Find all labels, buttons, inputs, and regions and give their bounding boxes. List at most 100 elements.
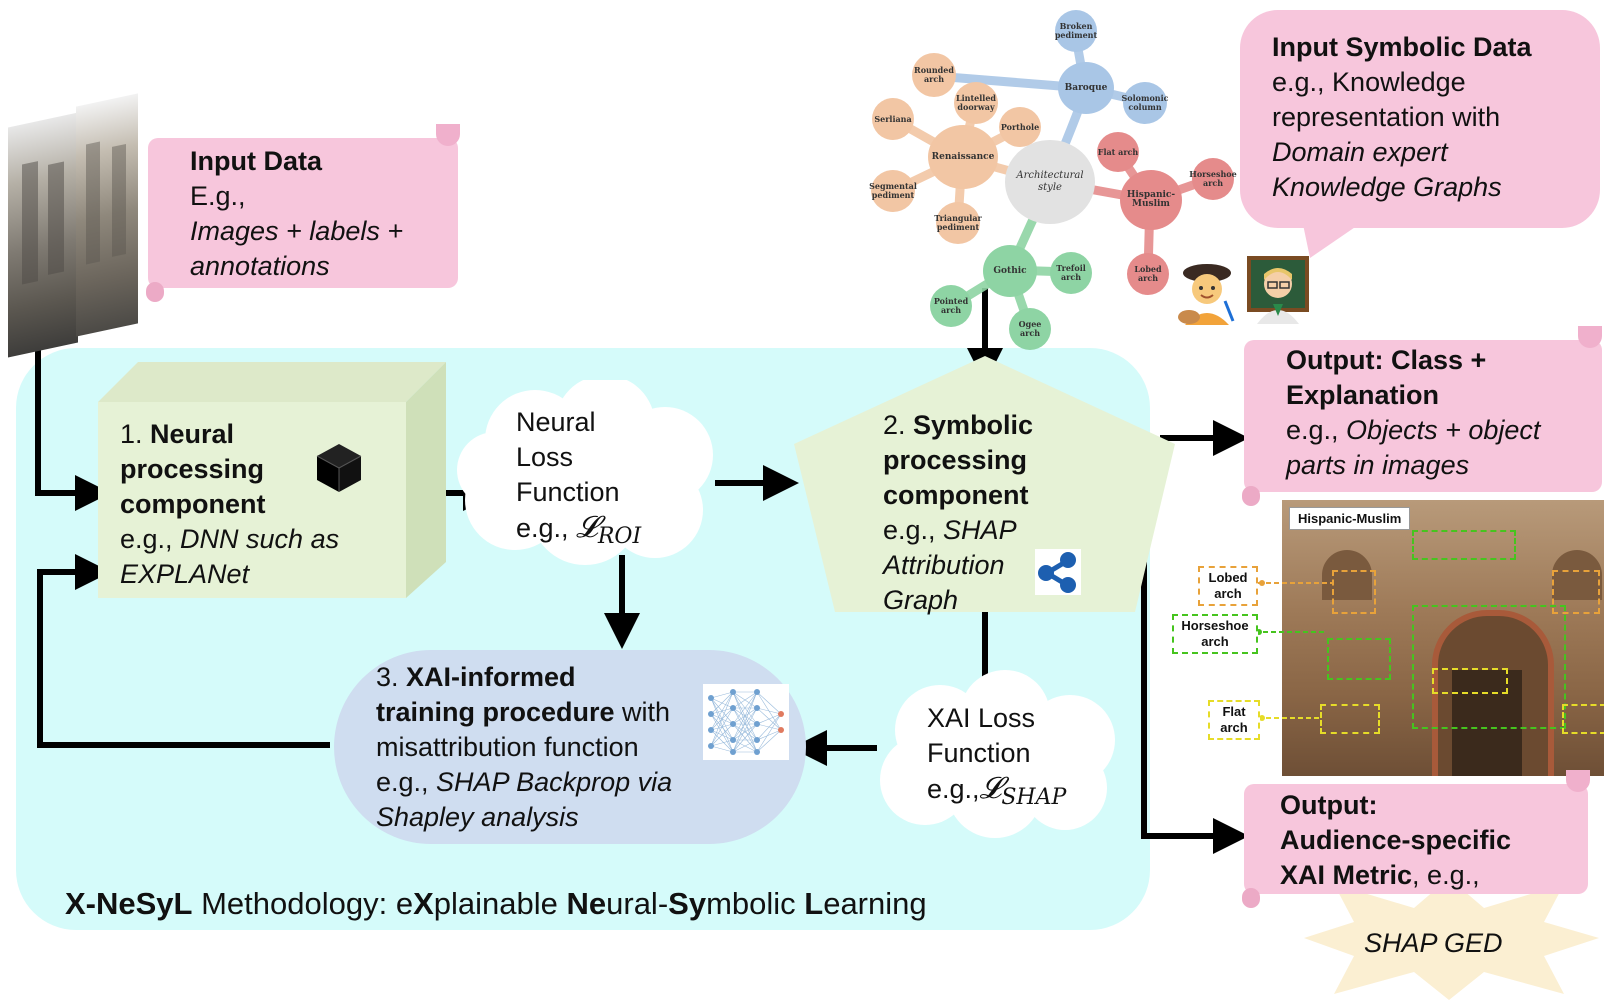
title-part: X-NeSyL <box>65 886 193 921</box>
xai-training-text: 3. XAI-informed training procedure with … <box>376 660 672 835</box>
neural-example-1: DNN such as <box>180 524 340 554</box>
xai-training-title-2: training procedure <box>376 697 615 727</box>
kg-node-baroque: Baroque <box>1058 62 1114 114</box>
black-cube-icon <box>315 442 363 494</box>
output-class-example-1: Objects + object <box>1346 415 1541 445</box>
output-class-example-2: parts in images <box>1286 450 1470 480</box>
arrow-to-metric <box>1141 548 1249 854</box>
kg-node-flat-arch: Flat arch <box>1097 132 1139 172</box>
neural-example-2: EXPLANet <box>120 559 250 589</box>
output-class-text: Output: Class + Explanation e.g., Object… <box>1286 343 1540 483</box>
xai-training-title-1: XAI-informed <box>406 662 576 692</box>
shap-ged-star <box>1304 878 1599 1000</box>
facade-photo <box>1282 500 1604 776</box>
xai-loss-line1: XAI Loss <box>927 703 1036 733</box>
neural-loss-line3: Function <box>516 477 620 507</box>
symbolic-example-1: SHAP <box>943 515 1017 545</box>
kg-node-gothic: Gothic <box>983 245 1037 297</box>
kg-node-renaissance: Renaissance <box>928 125 998 189</box>
input-data-text: Input Data E.g., Images + labels + annot… <box>190 144 403 284</box>
neural-component-text: 1. Neural processing component e.g., DNN… <box>120 417 339 592</box>
neural-title-3: component <box>120 489 266 519</box>
xai-loss-cloud <box>880 670 1115 838</box>
title-part: L <box>804 886 824 921</box>
kg-node-hispanic-muslim: Hispanic-Muslim <box>1120 170 1182 230</box>
output-class-title-1: Output: Class + <box>1286 345 1487 375</box>
title-part: mbolic <box>706 886 805 921</box>
input-symbolic-line4: Knowledge Graphs <box>1272 172 1502 202</box>
neural-title-2: processing <box>120 454 265 484</box>
symbolic-example-3: Graph <box>883 585 959 615</box>
neural-loss-line1: Neural <box>516 407 596 437</box>
neural-loss-cloud <box>457 380 713 565</box>
arrow-training-feedback <box>37 554 330 748</box>
input-symbolic-bubble <box>1240 10 1600 228</box>
title-part: Methodology: e <box>192 886 414 921</box>
symbolic-title-2: processing <box>883 445 1028 475</box>
input-symbolic-title: Input Symbolic Data <box>1272 32 1532 62</box>
title-part: earning <box>823 886 927 921</box>
neural-loss-line2: Loss <box>516 442 574 472</box>
output-metric-title-3: XAI Metric <box>1280 860 1413 890</box>
xai-loss-line2: Function <box>927 738 1031 768</box>
xai-training-example-2: Shapley analysis <box>376 802 579 832</box>
input-data-title: Input Data <box>190 146 322 176</box>
xai-training-line3: misattribution function <box>376 732 639 762</box>
xai-loss-subscript: SHAP <box>1001 785 1067 810</box>
title-part: Ne <box>566 886 607 921</box>
output-metric-title-2: Audience-specific <box>1280 825 1512 855</box>
input-symbolic-text: Input Symbolic Data e.g., Knowledge repr… <box>1272 30 1532 205</box>
neural-loss-symbol: 𝓛 <box>576 510 598 545</box>
symbolic-component-shape <box>794 356 1175 612</box>
methodology-title: X-NeSyL Methodology: eXplainable Neural-… <box>65 884 927 924</box>
input-data-line3: annotations <box>190 251 330 281</box>
input-symbolic-bubble-tail <box>1300 210 1380 258</box>
xai-loss-text: XAI Loss Function e.g.,𝓛SHAP <box>927 703 1067 810</box>
xai-training-example-1: SHAP Backprop via <box>436 767 673 797</box>
neural-component-box <box>98 362 446 598</box>
artist-emoji-icon <box>1175 255 1239 325</box>
neural-loss-text: Neural Loss Function e.g., 𝓛ROI <box>516 407 642 549</box>
title-part: plainable <box>433 886 567 921</box>
output-metric-box <box>1242 770 1590 908</box>
input-symbolic-line3: Domain expert <box>1272 137 1448 167</box>
symbolic-example-2: Attribution <box>883 550 1005 580</box>
symbolic-component-text: 2. Symbolic processing component e.g., S… <box>883 408 1033 618</box>
output-class-title-2: Explanation <box>1286 380 1440 410</box>
neural-title-1: Neural <box>150 419 235 449</box>
kg-node-porthole: Porthole <box>999 107 1041 147</box>
teacher-emoji-icon <box>1243 252 1313 324</box>
neural-loss-subscript: ROI <box>597 524 642 549</box>
symbolic-title-3: component <box>883 480 1029 510</box>
kg-node-serliana: Serliana <box>872 98 914 140</box>
symbolic-title-1: Symbolic <box>913 410 1034 440</box>
title-part: X <box>413 886 434 921</box>
title-part: ural- <box>606 886 669 921</box>
title-part: Sy <box>668 886 707 921</box>
arrow-input-to-neural <box>35 348 111 511</box>
input-data-box <box>146 124 460 302</box>
input-symbolic-line2: representation with <box>1272 102 1501 132</box>
output-metric-text: Output: Audience-specific XAI Metric, e.… <box>1280 790 1512 890</box>
input-data-line2: Images + labels + <box>190 216 404 246</box>
xai-loss-symbol: 𝓛 <box>979 771 1002 806</box>
share-nodes-icon <box>1035 549 1081 595</box>
output-class-box <box>1242 326 1602 506</box>
neural-network-icon <box>703 684 789 760</box>
